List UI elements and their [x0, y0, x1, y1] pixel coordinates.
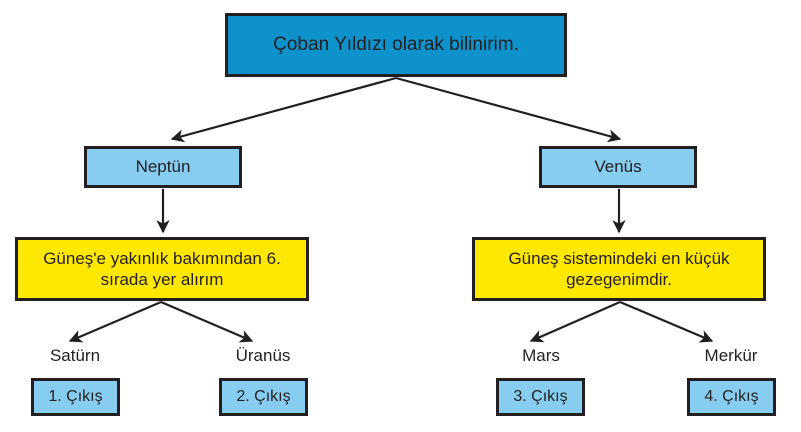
leaf-label-saturn: Satürn [49, 346, 101, 365]
edge-root-to-neptun [170, 76, 397, 143]
leaf-label-uranus: Üranüs [235, 346, 291, 365]
edge-clue-to-mars [529, 300, 621, 343]
exit-node-3[interactable]: 3. Çıkış [496, 378, 585, 416]
leaf-label-mars: Mars [522, 346, 560, 365]
exit-node-4[interactable]: 4. Çıkış [687, 378, 776, 416]
exit-node-1[interactable]: 1. Çıkış [31, 378, 120, 416]
node-clue-neptun[interactable]: Güneş'e yakınlık bakımından 6. sırada ye… [15, 237, 309, 301]
node-clue-venus[interactable]: Güneş sistemindeki en küçük gezegenimdir… [472, 237, 766, 301]
edge-clue-to-uranus [160, 300, 254, 343]
leaf-label-mercury: Merkür [704, 346, 758, 365]
edge-clue-to-mercury [619, 300, 714, 343]
node-planet-venus[interactable]: Venüs [539, 146, 697, 188]
edge-root-to-venus [395, 76, 622, 143]
node-planet-neptun[interactable]: Neptün [84, 146, 242, 188]
exit-node-2[interactable]: 2. Çıkış [219, 378, 308, 416]
root-node[interactable]: Çoban Yıldızı olarak bilinirim. [225, 13, 567, 77]
edge-clue-to-saturn [68, 300, 162, 343]
